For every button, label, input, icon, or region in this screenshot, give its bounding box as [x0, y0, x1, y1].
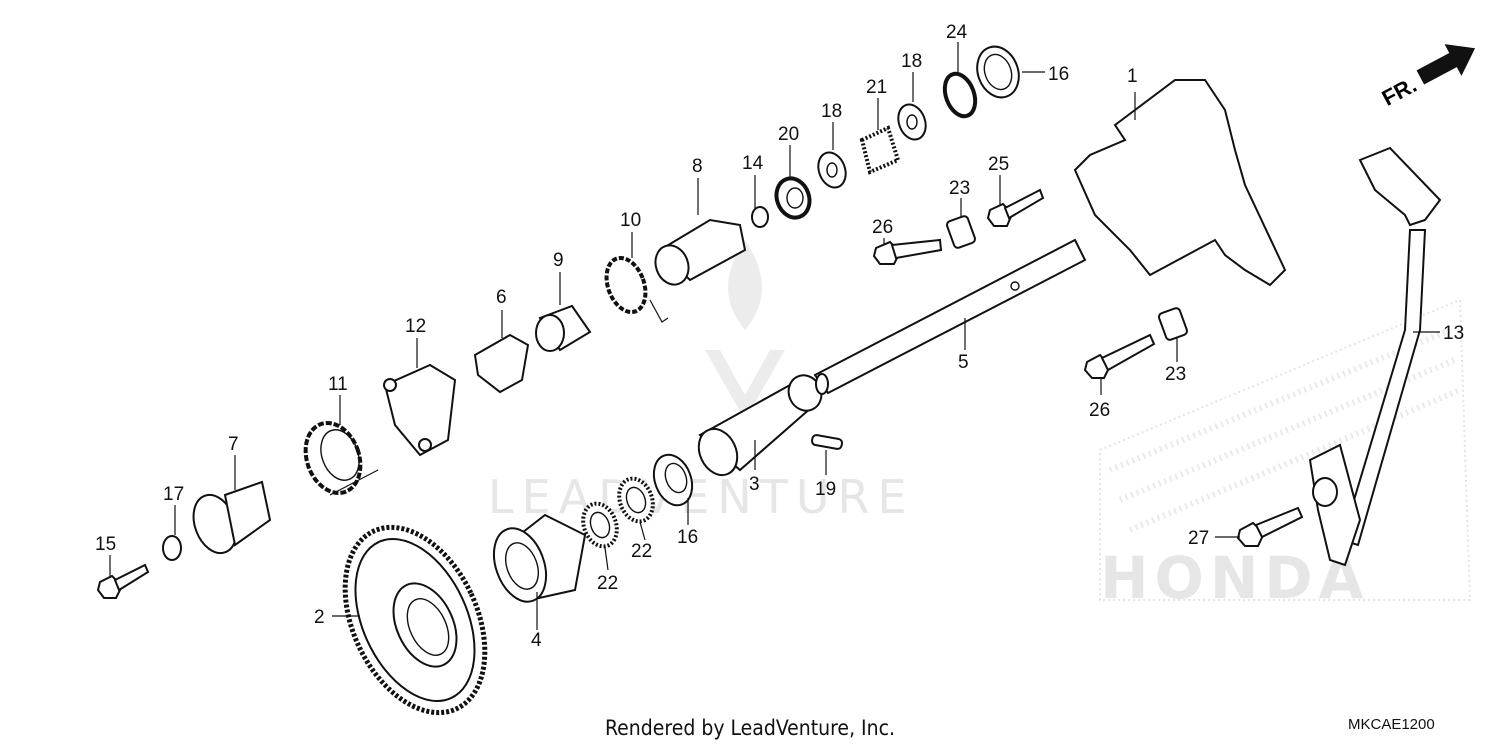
- part-22-needle-bearing-a: [581, 501, 619, 549]
- callout-9: 9: [553, 250, 564, 271]
- callout-23-b: 23: [1165, 364, 1186, 385]
- honda-watermark: HONDA: [1100, 544, 1369, 612]
- part-9-collar: [535, 304, 592, 352]
- callout-5: 5: [958, 352, 969, 373]
- part-3-sleeve: [697, 374, 823, 477]
- part-16-washer-lower: [652, 453, 694, 507]
- callout-27: 27: [1188, 528, 1209, 549]
- callout-22-b: 22: [631, 541, 652, 562]
- part-20-seal: [774, 176, 812, 220]
- part-21-bearing: [859, 125, 901, 175]
- callout-22-a: 22: [597, 573, 618, 594]
- part-26-bolt-b: [1083, 333, 1156, 379]
- part-23-dowel-pin-b: [1158, 307, 1188, 341]
- callout-7: 7: [228, 434, 239, 455]
- callout-21: 21: [866, 77, 887, 98]
- callout-3: 3: [749, 474, 760, 495]
- callout-11: 11: [328, 374, 348, 395]
- part-22-needle-bearing-b: [617, 476, 655, 524]
- part-14-washer: [751, 206, 769, 228]
- footer-credit: Rendered by LeadVenture, Inc.: [605, 716, 895, 740]
- callout-16-upper: 16: [1048, 64, 1069, 85]
- callout-23-a: 23: [949, 178, 970, 199]
- callout-8: 8: [692, 156, 703, 177]
- part-7-collar: [192, 480, 272, 555]
- callout-18-b: 18: [901, 51, 922, 72]
- part-16-washer-upper: [976, 45, 1020, 99]
- part-19-pin: [810, 434, 844, 450]
- part-23-dowel-pin-a: [946, 215, 976, 249]
- callout-19: 19: [815, 479, 836, 500]
- part-25-bolt: [986, 188, 1045, 227]
- part-6-stopper-plate: [473, 333, 530, 394]
- callout-1: 1: [1127, 66, 1138, 87]
- callout-13: 13: [1443, 323, 1464, 344]
- part-24-snap-ring: [942, 71, 978, 119]
- callout-18-a: 18: [821, 101, 842, 122]
- callout-12: 12: [405, 316, 426, 337]
- part-17-washer: [162, 535, 182, 561]
- part-18-washer-b: [897, 103, 927, 141]
- part-15-bolt: [96, 563, 150, 599]
- front-direction-label: FR.: [1378, 72, 1421, 111]
- callout-26-a: 26: [872, 217, 893, 238]
- diagram-code: MKCAE1200: [1348, 716, 1435, 733]
- callout-14: 14: [742, 153, 764, 174]
- callout-4: 4: [531, 630, 542, 651]
- part-18-washer-a: [817, 151, 847, 189]
- flame-logo-watermark: [705, 240, 785, 420]
- part-27-bolt: [1236, 506, 1304, 547]
- callout-20: 20: [778, 124, 799, 145]
- part-13-kick-arm: [1308, 146, 1442, 567]
- leader-lines: [109, 42, 1440, 630]
- part-12-ratchet: [383, 363, 457, 457]
- callout-17: 17: [163, 484, 184, 505]
- callout-10: 10: [620, 210, 641, 231]
- part-11-spring: [303, 421, 379, 496]
- part-10-spring: [604, 255, 669, 323]
- callout-6: 6: [496, 287, 507, 308]
- part-26-bolt-a: [872, 238, 943, 265]
- part-8-guide: [654, 218, 747, 286]
- callout-2: 2: [314, 607, 325, 628]
- part-4-driven-gear: [492, 513, 587, 603]
- callout-25: 25: [988, 154, 1009, 175]
- callout-26-b: 26: [1089, 400, 1110, 421]
- callout-15: 15: [95, 534, 116, 555]
- part-2-gear: [342, 524, 488, 716]
- leadventure-watermark: LEADVENTURE: [488, 470, 915, 524]
- callout-24: 24: [946, 22, 968, 43]
- front-direction-arrow: FR.: [1378, 44, 1476, 111]
- part-5-spindle: [813, 238, 1087, 395]
- callout-16-lower: 16: [677, 527, 698, 548]
- honda-wing-watermark: [1099, 298, 1472, 601]
- part-1-housing: [1073, 79, 1287, 287]
